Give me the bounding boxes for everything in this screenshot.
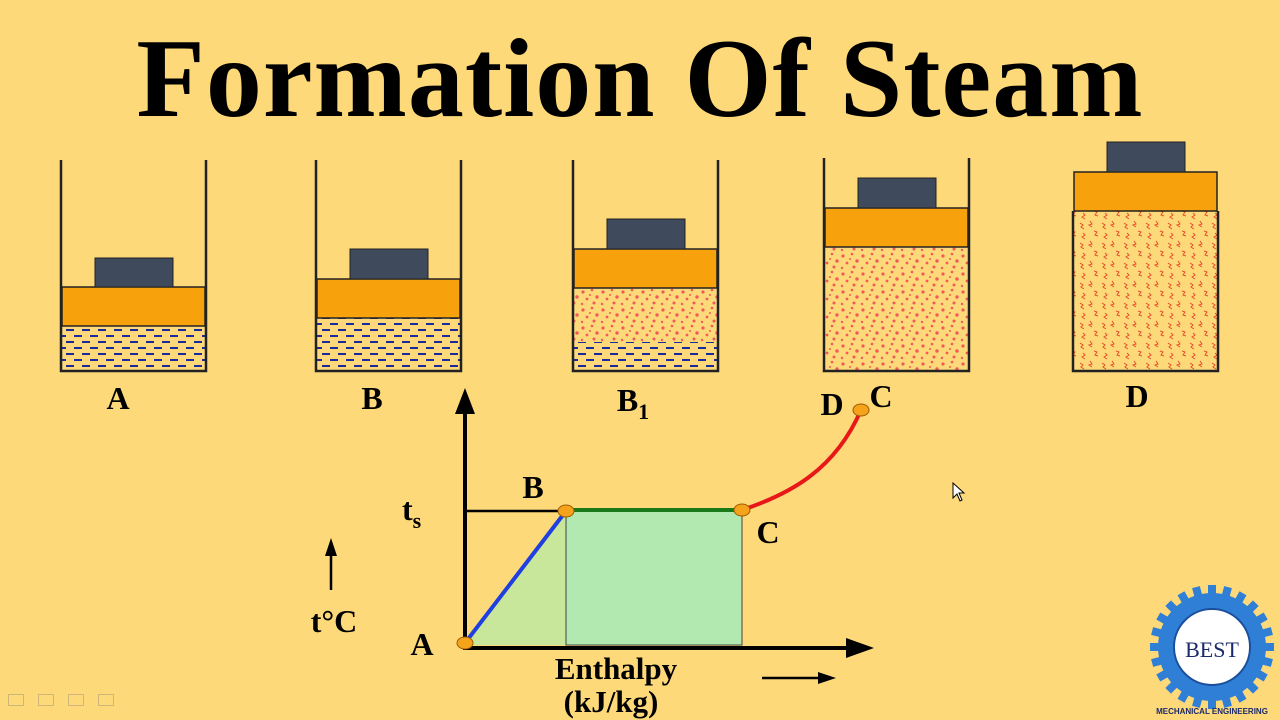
cylinder-c-label: C (869, 378, 892, 414)
slide-toolbar (8, 694, 114, 706)
cylinder-c-piston (824, 207, 969, 248)
point-d-marker (852, 403, 870, 417)
cylinder-a-weight (94, 257, 174, 288)
mouse-cursor-icon (952, 482, 966, 502)
cylinder-b (314, 160, 463, 373)
cylinder-b1-steam (574, 288, 717, 342)
page-title: Formation Of Steam (136, 17, 1144, 141)
cylinder-c (822, 158, 971, 373)
cylinder-b-weight (349, 248, 429, 280)
point-b-marker (557, 504, 575, 518)
temperature-enthalpy-graph: A B C D ts t°C Enthalpy (kJ/kg) (311, 386, 874, 719)
cylinder-b1-label: B1 (617, 382, 649, 424)
toolbar-menu-icon[interactable] (68, 694, 84, 706)
cylinder-a-label: A (106, 380, 129, 416)
logo: BEST MECHANICAL ENGINEERING (1150, 585, 1274, 716)
point-c-marker (733, 503, 751, 517)
toolbar-back-icon[interactable] (8, 694, 24, 706)
cylinder-d-superheated-steam (1074, 211, 1217, 370)
cylinder-b-label: B (361, 380, 382, 416)
cylinder-b1-weight (606, 218, 686, 250)
x-axis-label-line2: (kJ/kg) (564, 684, 659, 719)
ts-label: ts (402, 491, 422, 533)
graph-point-a-label: A (410, 626, 433, 662)
graph-point-d-label: D (820, 386, 843, 422)
logo-text: BEST (1185, 637, 1239, 662)
latent-heat-area (565, 510, 743, 646)
graph-point-b-label: B (522, 469, 543, 505)
cylinder-a (59, 160, 208, 373)
line-a-to-b (463, 509, 568, 645)
cylinder-b1 (571, 160, 720, 373)
cylinder-c-steam (825, 247, 968, 370)
cylinder-a-piston (61, 286, 206, 327)
cylinder-b-piston (316, 278, 461, 319)
logo-subtitle: MECHANICAL ENGINEERING (1156, 707, 1268, 716)
x-axis-label-line1: Enthalpy (555, 651, 678, 686)
cylinder-d-label: D (1125, 378, 1148, 414)
y-axis-label: t°C (311, 603, 358, 639)
cylinder-d-piston (1073, 171, 1218, 212)
graph-point-c-label: C (756, 514, 779, 550)
cylinder-c-weight (857, 177, 937, 209)
toolbar-forward-icon[interactable] (98, 694, 114, 706)
line-c-to-d (741, 409, 863, 512)
toolbar-pen-icon[interactable] (38, 694, 54, 706)
cylinder-d (1071, 141, 1220, 373)
point-a-marker (456, 636, 474, 650)
logo-gear-icon (1150, 585, 1274, 709)
cylinder-d-weight (1106, 141, 1186, 173)
x-axis-arrowhead (846, 638, 874, 658)
y-axis-arrowhead (455, 388, 475, 414)
cylinder-b1-piston (573, 248, 718, 289)
